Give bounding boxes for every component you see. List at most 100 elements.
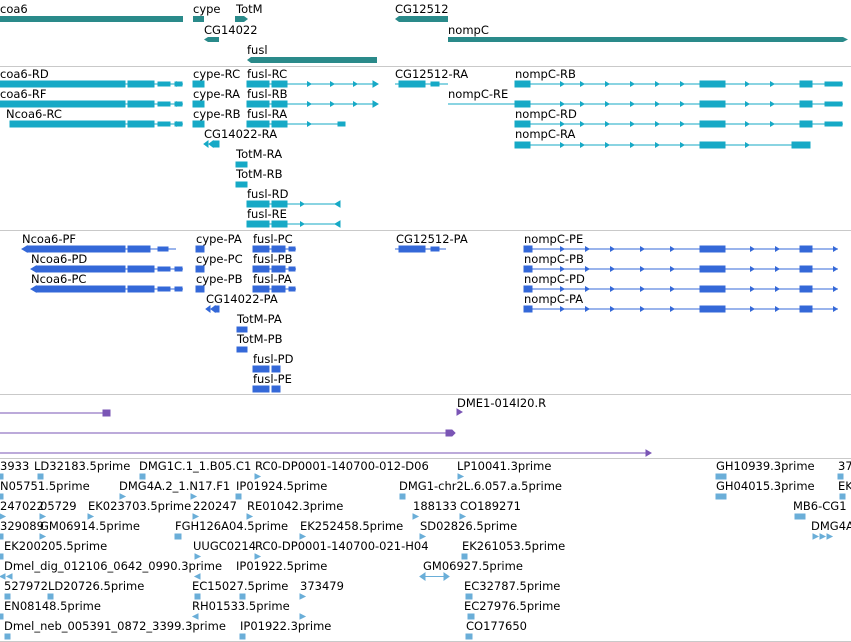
est-glyph[interactable] xyxy=(235,493,242,500)
est-glyph[interactable] xyxy=(193,573,201,580)
est-glyph[interactable] xyxy=(715,473,727,480)
est-glyph[interactable] xyxy=(299,613,307,620)
est-glyph[interactable] xyxy=(419,572,450,581)
transcript-glyph-cype-RC[interactable] xyxy=(192,80,205,88)
gene-glyph-nompC[interactable] xyxy=(448,37,848,42)
est-glyph[interactable] xyxy=(4,633,11,640)
cds-glyph-nompC-PE[interactable] xyxy=(523,245,838,253)
est-glyph[interactable] xyxy=(39,533,47,540)
est-glyph[interactable] xyxy=(119,493,127,500)
est-glyph[interactable] xyxy=(191,613,199,620)
transcript-glyph-fusl-RE[interactable] xyxy=(246,220,341,228)
est-glyph[interactable] xyxy=(837,473,844,480)
cdna-glyph[interactable] xyxy=(0,429,456,437)
cds-glyph-TotM-PA[interactable] xyxy=(236,326,248,333)
transcript-glyph-CG14022-RA[interactable] xyxy=(203,140,220,148)
est-glyph[interactable] xyxy=(459,513,467,520)
transcript-glyph-CG12512-RA[interactable] xyxy=(395,80,448,88)
est-glyph[interactable] xyxy=(0,473,4,480)
transcript-label: Ncoa6-RC xyxy=(6,107,62,121)
est-glyph[interactable] xyxy=(194,553,202,560)
est-glyph[interactable] xyxy=(794,513,806,520)
gene-glyph-coa6[interactable] xyxy=(0,16,183,22)
cdna-glyph[interactable] xyxy=(0,409,111,417)
est-glyph[interactable] xyxy=(174,533,182,540)
est-glyph[interactable] xyxy=(812,533,820,540)
est-glyph[interactable] xyxy=(0,493,4,500)
est-glyph[interactable] xyxy=(0,613,4,620)
cds-glyph-cype-PA[interactable] xyxy=(195,245,205,253)
est-glyph[interactable] xyxy=(0,513,7,520)
est-glyph[interactable] xyxy=(239,593,246,600)
est-glyph[interactable] xyxy=(461,553,468,560)
cds-glyph-cype-PB[interactable] xyxy=(195,285,205,293)
est-glyph[interactable] xyxy=(192,513,200,520)
gene-glyph-CG12512[interactable] xyxy=(395,16,448,22)
est-glyph[interactable] xyxy=(399,493,406,500)
est-glyph[interactable] xyxy=(0,573,13,580)
est-glyph[interactable] xyxy=(0,553,4,560)
est-glyph[interactable] xyxy=(87,513,95,520)
est-glyph[interactable] xyxy=(299,533,307,540)
cds-glyph-nompC-PA[interactable] xyxy=(523,305,838,313)
est-glyph[interactable] xyxy=(457,473,465,480)
cds-glyph-nompC-PB[interactable] xyxy=(523,265,838,273)
cds-label: nompC-PE xyxy=(524,232,584,246)
est-glyph[interactable] xyxy=(39,513,47,520)
cds-glyph-CG14022-PA[interactable] xyxy=(205,305,220,313)
cds-glyph-fusl-PB[interactable] xyxy=(252,265,296,273)
transcript-glyph-fusl-RD[interactable] xyxy=(246,200,341,208)
transcript-glyph-fusl-RA[interactable] xyxy=(246,120,346,128)
transcript-glyph-TotM-RB[interactable] xyxy=(235,181,248,188)
est-glyph[interactable] xyxy=(0,533,4,540)
transcript-glyph-cype-RB[interactable] xyxy=(192,120,205,128)
est-glyph[interactable] xyxy=(419,533,427,540)
transcript-glyph-nompC-RD[interactable] xyxy=(514,100,843,108)
gene-glyph-CG14022[interactable] xyxy=(204,37,219,42)
cds-glyph-Ncoa6-PF[interactable] xyxy=(21,245,176,253)
cds-glyph-CG12512-PA[interactable] xyxy=(395,245,446,253)
transcript-glyph-coa6-RD[interactable] xyxy=(0,80,183,88)
cds-glyph-TotM-PB[interactable] xyxy=(236,346,248,353)
est-glyph[interactable] xyxy=(465,633,473,640)
cds-glyph-cype-PC[interactable] xyxy=(195,265,205,273)
cds-glyph-Ncoa6-PD[interactable] xyxy=(30,265,183,273)
transcript-glyph-coa6-RF[interactable] xyxy=(0,100,183,108)
gene-glyph-TotM[interactable] xyxy=(235,16,248,22)
cds-glyph-fusl-PE[interactable] xyxy=(252,385,281,393)
est-glyph[interactable] xyxy=(412,513,420,520)
cds-glyph-nompC-PD[interactable] xyxy=(523,285,838,293)
est-glyph[interactable] xyxy=(139,473,146,480)
transcript-glyph-Ncoa6-RC[interactable] xyxy=(9,120,183,128)
cds-glyph-fusl-PA[interactable] xyxy=(252,285,296,293)
gene-glyph-cype[interactable] xyxy=(193,16,204,22)
est-glyph[interactable] xyxy=(239,633,246,640)
est-glyph[interactable] xyxy=(254,473,262,480)
est-glyph[interactable] xyxy=(467,613,475,620)
cds-glyph-Ncoa6-PC[interactable] xyxy=(30,285,183,293)
transcript-glyph-nompC-RA-2[interactable] xyxy=(514,141,811,149)
est-glyph[interactable] xyxy=(4,593,11,600)
est-glyph[interactable] xyxy=(190,493,198,500)
est-glyph[interactable] xyxy=(47,593,54,600)
est-glyph[interactable] xyxy=(715,493,727,500)
est-glyph[interactable] xyxy=(37,473,44,480)
est-track xyxy=(0,473,846,640)
est-label: DMG1C.1_1.B05.C1 xyxy=(139,459,252,473)
est-glyph[interactable] xyxy=(246,513,254,520)
cds-glyph-fusl-PC[interactable] xyxy=(252,245,296,253)
est-glyph[interactable] xyxy=(299,593,307,600)
transcript-glyph-TotM-RA[interactable] xyxy=(235,161,248,168)
cds-glyph-fusl-PD[interactable] xyxy=(252,365,281,373)
transcript-glyph-nompC-RB[interactable] xyxy=(514,80,843,88)
gene-glyph-fusl[interactable] xyxy=(247,57,377,63)
est-glyph[interactable] xyxy=(194,593,201,600)
est-glyph[interactable] xyxy=(839,493,846,500)
cdna-glyph[interactable] xyxy=(0,449,652,457)
transcript-glyph-cype-RA[interactable] xyxy=(192,100,205,108)
cdna-glyph-DME1-014I20.R[interactable] xyxy=(456,408,463,416)
est-glyph[interactable] xyxy=(254,553,262,560)
est-glyph[interactable] xyxy=(465,593,473,600)
transcript-glyph-nompC-RA[interactable] xyxy=(514,120,843,128)
